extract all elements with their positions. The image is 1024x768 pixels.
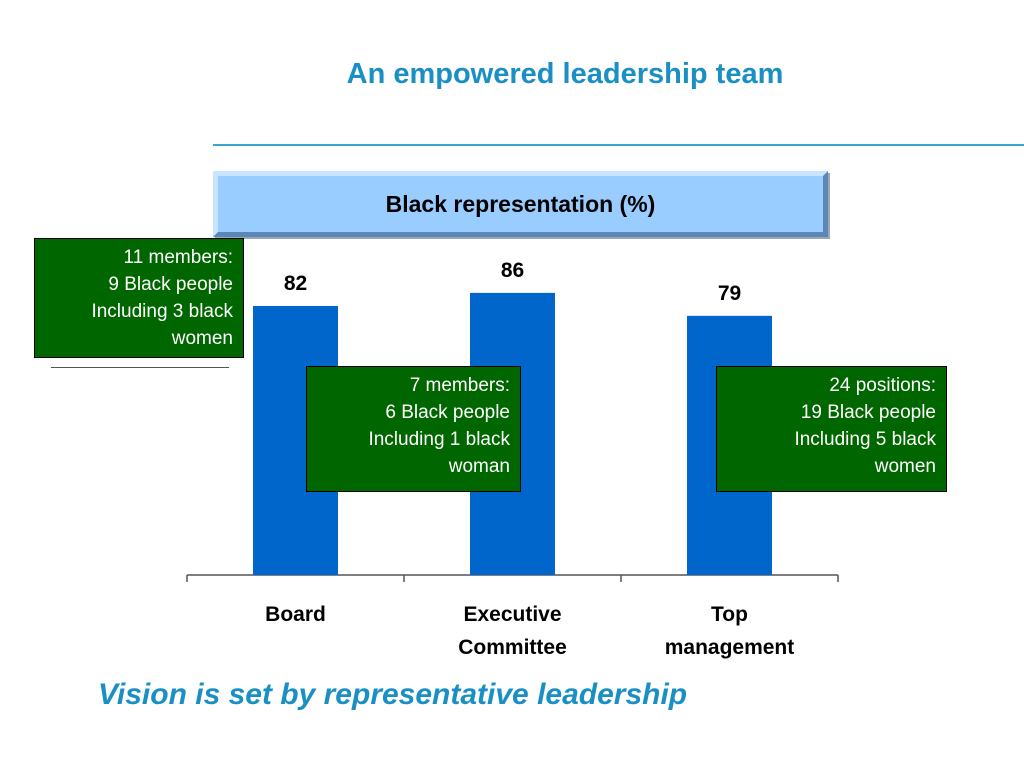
note-line: woman: [448, 456, 510, 477]
x-tick-label: Executive: [463, 603, 561, 626]
note-divider: [51, 367, 229, 368]
note-line: 7 members:: [409, 375, 510, 396]
chart-title-banner: Black representation (%): [213, 171, 828, 237]
note-line: women: [171, 328, 233, 349]
note-line: women: [874, 456, 936, 477]
note-line: 24 positions:: [829, 375, 936, 396]
footer-tagline: Vision is set by representative leadersh…: [98, 678, 688, 711]
note-line: Including 5 black: [794, 429, 936, 450]
data-label: 82: [284, 272, 307, 295]
note-line: 6 Black people: [385, 402, 510, 423]
x-tick-label: Committee: [458, 636, 567, 659]
note-line: Including 1 black: [368, 429, 510, 450]
title-divider: [213, 144, 1024, 146]
x-tick-label: management: [665, 636, 795, 659]
note-line: Including 3 black: [91, 301, 233, 322]
x-tick-label: Top: [711, 603, 748, 626]
x-tick-label: Board: [265, 603, 326, 626]
data-label: 79: [718, 282, 741, 305]
chart-title: Black representation (%): [385, 190, 656, 217]
data-label: 86: [501, 259, 524, 282]
note-line: 11 members:: [123, 247, 233, 268]
page-title: An empowered leadership team: [346, 58, 784, 90]
note-line: 19 Black people: [800, 402, 936, 423]
note-line: 9 Black people: [108, 274, 233, 295]
